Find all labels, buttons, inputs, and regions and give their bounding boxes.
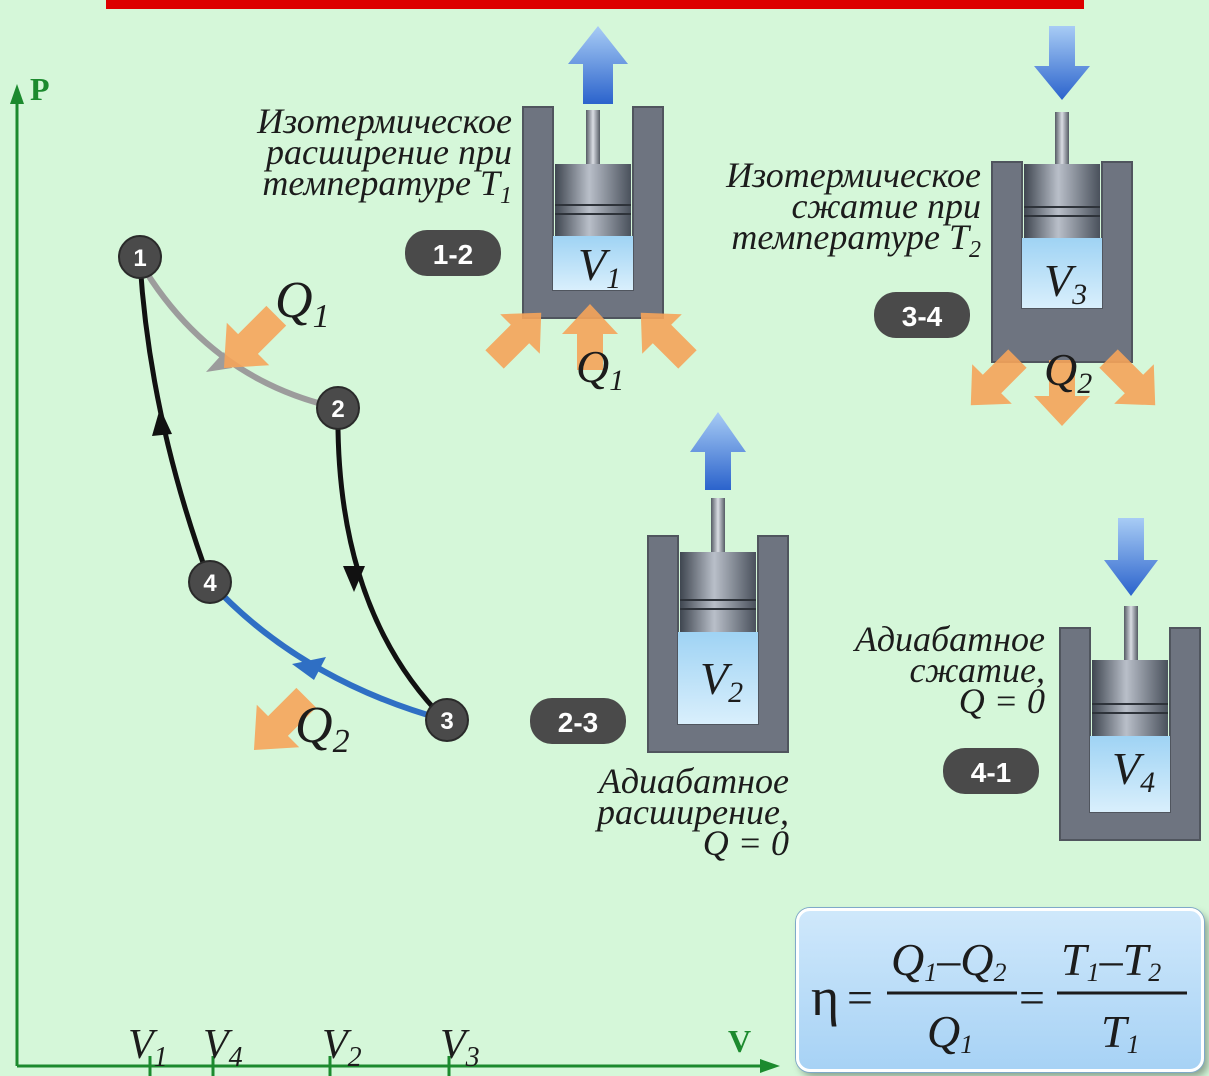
isotherm-3-4-arrowhead [292,657,326,680]
tick-label-v1: V1 [128,1022,168,1073]
badge-2-3: 2-3 [530,698,626,744]
cylinder-2-3: V2 [647,412,789,753]
tick-label-v3: V3 [440,1022,480,1073]
cylinder-1-2-heat-label: Q1 [576,341,624,397]
p-v-axes: P V [10,71,780,1076]
formula-equals-1: = [847,972,873,1023]
v-axis-label: V [728,1023,751,1059]
heat-out-arrow [253,687,317,751]
formula-numerator-1: Q1–Q2 [891,934,1006,987]
cylinder-4-1: V4 [1059,518,1201,841]
state-point-4: 4 [188,560,232,604]
formula-eta: η [811,967,839,1027]
adiabat-2-3-curve [335,407,447,722]
cylinder-1-2-volume: V1 [578,239,621,295]
svg-text:3: 3 [440,708,453,735]
state-point-3: 3 [425,698,469,742]
cylinder-2-3-volume: V2 [700,653,743,709]
cylinder-3-4-heat-label: Q2 [1044,344,1092,400]
formula-denominator-1: Q1 [927,1006,973,1059]
svg-text:4: 4 [203,570,217,597]
heat-in-arrow [223,305,287,369]
p-axis-label: P [30,71,50,107]
svg-text:1-2: 1-2 [433,239,473,270]
formula-numerator-2: T1–T2 [1061,934,1161,987]
efficiency-formula-box: η = Q1–Q2 Q1 = T1–T2 T1 [796,908,1204,1072]
svg-text:2-3: 2-3 [558,707,598,738]
tick-label-v2: V2 [322,1022,362,1073]
cylinder-2-3-arrow [690,412,746,490]
cylinder-4-1-arrow [1104,518,1158,596]
caption-3-4: Изотермическое сжатие при температуре T2 [726,155,981,264]
cycle-heat-out-label: Q2 [295,697,350,760]
cylinder-3-4-heat-arrows [970,349,1156,426]
caption-2-3: Адиабатное расширение, Q = 0 [597,761,789,863]
badge-4-1: 4-1 [943,748,1039,794]
cycle-curves [137,260,447,723]
svg-text:1: 1 [133,245,146,272]
badge-3-4: 3-4 [874,292,970,338]
caption-4-1: Адиабатное сжатие, Q = 0 [854,619,1045,721]
cylinder-1-2-arrow [568,26,628,104]
state-point-1: 1 [118,235,162,279]
cylinder-3-4: V3 Q2 [970,26,1156,426]
caption-1-2: Изотермическое расширение при температур… [257,101,512,210]
state-point-2: 2 [316,386,360,430]
adiabat-2-3-arrowhead [343,566,365,592]
svg-text:2: 2 [331,396,344,423]
svg-text:4-1: 4-1 [971,757,1011,788]
adiabat-4-1-arrowhead [152,408,172,436]
badge-1-2: 1-2 [405,230,501,276]
cylinder-1-2: V1 Q1 [485,26,697,397]
title-bar [106,0,1084,9]
tick-label-v4: V4 [203,1022,243,1073]
formula-denominator-2: T1 [1101,1006,1140,1059]
cylinder-3-4-arrow [1034,26,1090,100]
cylinder-4-1-volume: V4 [1112,743,1155,799]
cylinder-3-4-volume: V3 [1044,255,1087,311]
formula-equals-2: = [1019,972,1045,1023]
cycle-heat-in-label: Q1 [275,272,330,335]
svg-text:3-4: 3-4 [902,301,943,332]
cylinder-1-2-heat-arrows [485,304,697,370]
